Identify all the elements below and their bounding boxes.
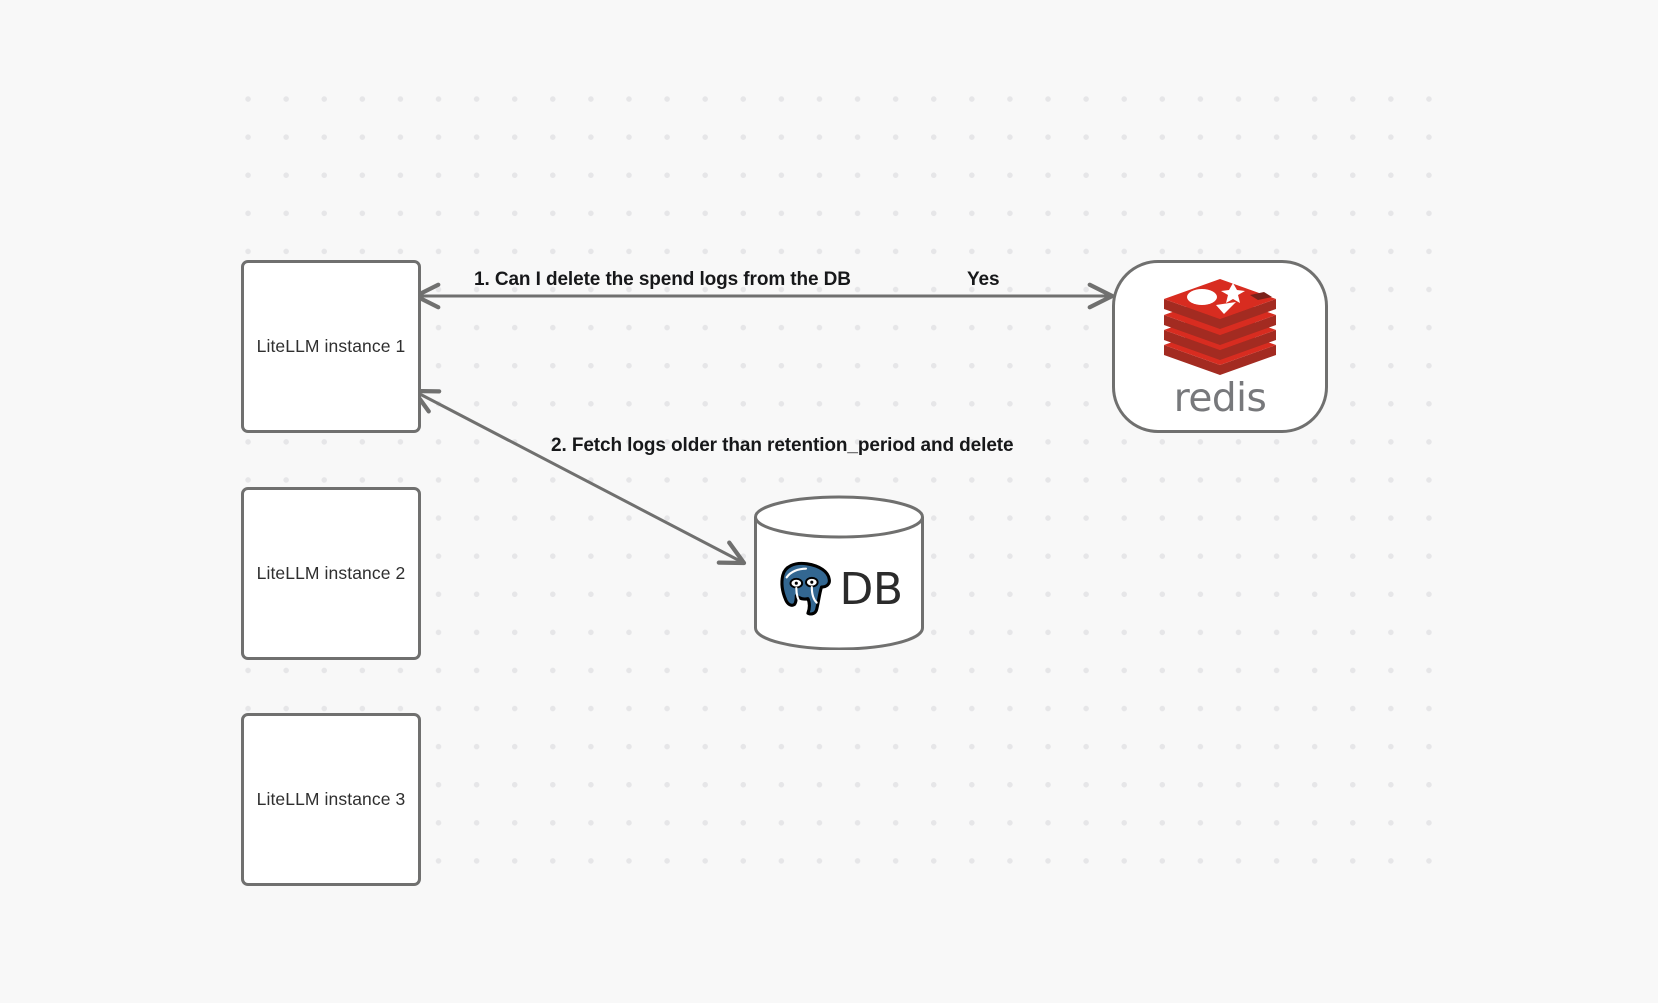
node-litellm-instance-1[interactable]: LiteLLM instance 1 — [241, 260, 421, 433]
postgresql-elephant-icon — [775, 558, 837, 620]
node-label: LiteLLM instance 3 — [256, 788, 406, 809]
node-litellm-instance-3[interactable]: LiteLLM instance 3 — [241, 713, 421, 886]
cylinder-shape — [754, 495, 924, 650]
edge-label-step-2: 2. Fetch logs older than retention_perio… — [551, 435, 1014, 456]
redis-logo-icon — [1154, 275, 1286, 383]
node-label: LiteLLM instance 2 — [256, 562, 406, 583]
node-database[interactable]: DB — [753, 495, 925, 650]
edge-llm1-db[interactable] — [411, 388, 747, 566]
node-litellm-instance-2[interactable]: LiteLLM instance 2 — [241, 487, 421, 660]
node-label: LiteLLM instance 1 — [256, 335, 406, 356]
redis-wordmark: redis — [1173, 376, 1267, 421]
node-redis[interactable]: redis — [1112, 260, 1328, 433]
db-label: DB — [839, 564, 903, 615]
edge-label-step-1: 1. Can I delete the spend logs from the … — [474, 269, 851, 290]
edge-label-yes: Yes — [967, 269, 1000, 290]
